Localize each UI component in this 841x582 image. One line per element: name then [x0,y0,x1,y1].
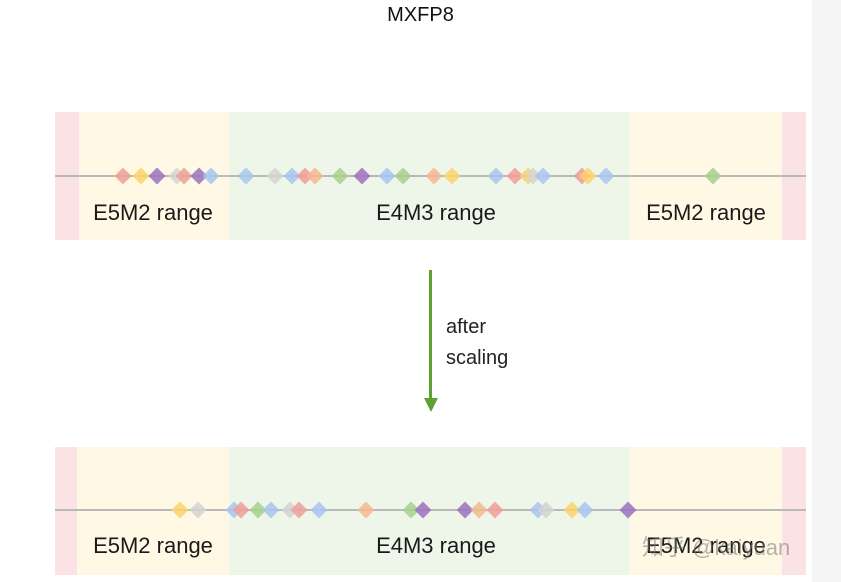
watermark: 知乎 @kaiyuan [642,535,791,560]
top-number-line-panel: E5M2 range E4M3 range E5M2 range [55,112,806,240]
arrow-label-line2: scaling [446,347,509,369]
e4m3-range-label: E4M3 range [376,533,496,558]
e5m2-band-right [630,447,782,575]
overflow-band-right [782,447,806,575]
bottom-number-line-panel: E5M2 range E4M3 range E5M2 range [55,447,806,575]
right-edge-strip [812,0,841,582]
arrow-label-line1: after [446,316,487,338]
e5m2-range-label-left: E5M2 range [93,200,213,225]
e4m3-range-label: E4M3 range [376,200,496,225]
e5m2-range-label-left: E5M2 range [93,533,213,558]
scaling-arrow-shaft [429,270,432,398]
e5m2-range-label-right: E5M2 range [646,200,766,225]
overflow-band-left [55,447,77,575]
diagram-title: MXFP8 [387,4,454,26]
e5m2-range-label-right: E5M2 range [646,533,766,558]
scaling-arrow-head [424,398,438,412]
